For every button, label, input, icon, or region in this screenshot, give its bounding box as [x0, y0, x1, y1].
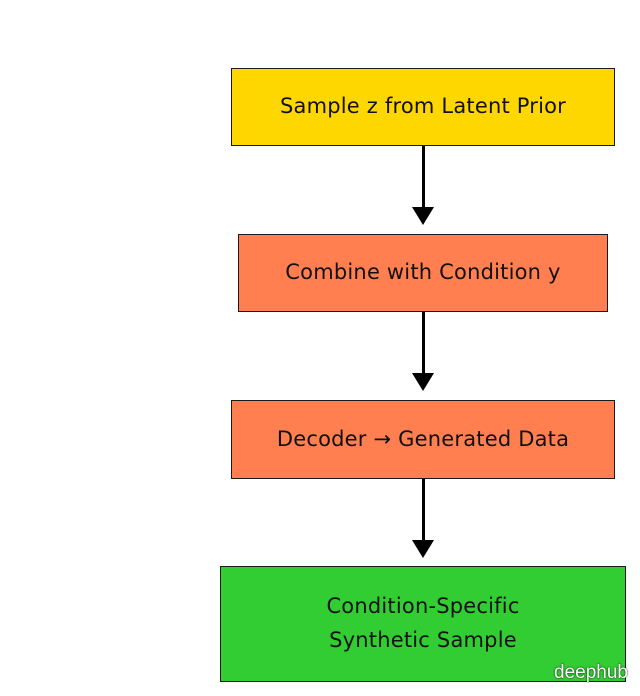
node-label: Combine with Condition y [285, 260, 561, 285]
arrow-shaft [421, 479, 425, 541]
arrow-down-icon [412, 207, 434, 225]
node-synthetic-sample: Condition-Specific Synthetic Sample [220, 566, 626, 682]
node-sample-latent-prior: Sample z from Latent Prior [231, 68, 615, 146]
node-combine-condition: Combine with Condition y [238, 234, 608, 312]
watermark: deephub [554, 662, 628, 683]
arrow-down-icon [412, 540, 434, 558]
arrow-shaft [421, 146, 425, 208]
node-label: Sample z from Latent Prior [279, 94, 567, 119]
node-decoder: Decoder → Generated Data [231, 400, 615, 479]
node-label: Decoder → Generated Data [276, 426, 570, 451]
arrow-down-icon [412, 373, 434, 391]
arrow-shaft [421, 312, 425, 374]
node-label: Condition-Specific Synthetic Sample [326, 594, 520, 652]
